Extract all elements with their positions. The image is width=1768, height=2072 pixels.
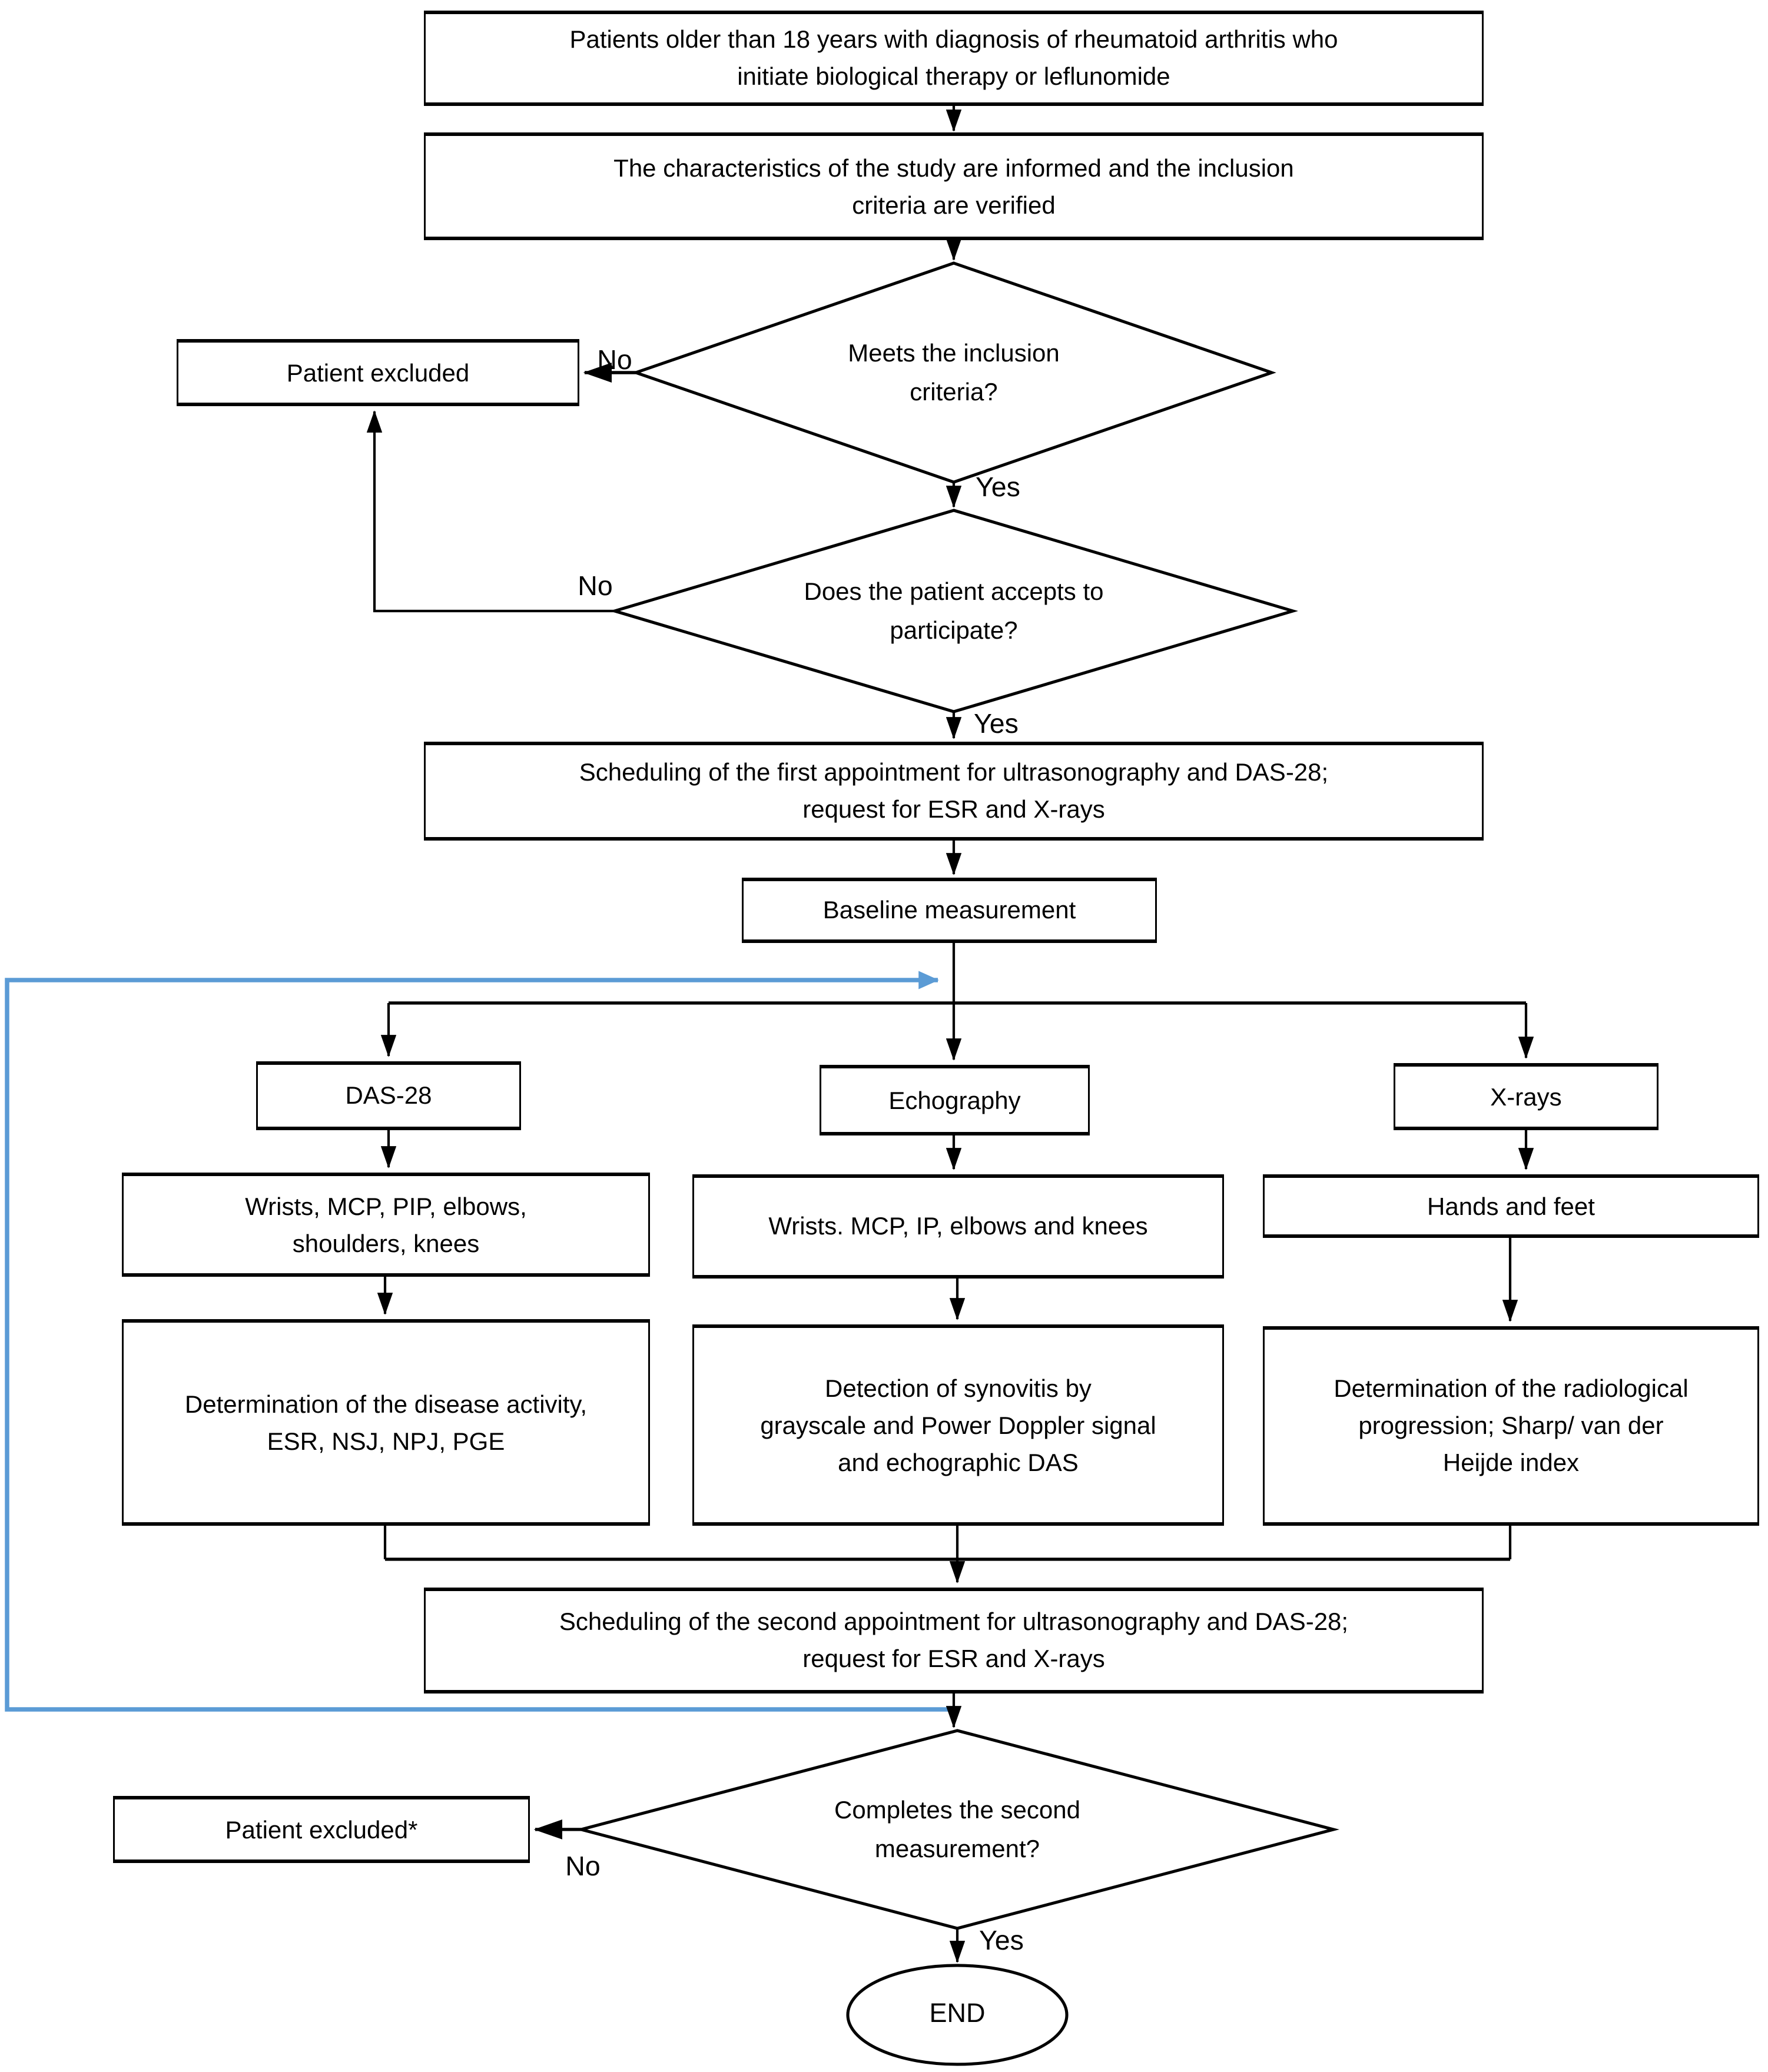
decision-inclusion-criteria-label: Meets the inclusion criteria? xyxy=(848,338,1060,406)
edge-label-yes-inclusion: Yes xyxy=(976,473,1020,503)
step-xray-sites: Hands and feet xyxy=(1263,1174,1759,1238)
step-patient-excluded-1: Patient excluded xyxy=(177,339,579,406)
step-patient-excluded-2: Patient excluded* xyxy=(113,1796,530,1863)
step-xray-outcome: Determination of the radiological progre… xyxy=(1263,1326,1759,1526)
step-baseline-measurement: Baseline measurement xyxy=(742,878,1157,943)
decision-second-measurement-label: Completes the second measurement? xyxy=(834,1795,1080,1863)
decision-patient-accepts-label: Does the patient accepts to participate? xyxy=(804,576,1104,645)
step-echography: Echography xyxy=(820,1065,1090,1135)
step-das28-outcome: Determination of the disease activity, E… xyxy=(122,1319,650,1526)
edge-label-yes-participate: Yes xyxy=(974,710,1019,740)
edge-label-yes-second: Yes xyxy=(979,1927,1024,1957)
step-characteristics-informed: The characteristics of the study are inf… xyxy=(424,132,1484,240)
step-xrays: X-rays xyxy=(1394,1063,1658,1130)
step-scheduling-second: Scheduling of the second appointment for… xyxy=(424,1588,1484,1694)
edge-label-no-participate: No xyxy=(578,572,613,602)
step-echo-outcome: Detection of synovitis by grayscale and … xyxy=(692,1324,1224,1526)
step-das28: DAS-28 xyxy=(256,1061,521,1130)
step-das28-joints: Wrists, MCP, PIP, elbows, shoulders, kne… xyxy=(122,1173,650,1277)
loop-repeat-measurement-arrow xyxy=(5,971,954,1712)
connector-participate-no xyxy=(366,410,615,613)
step-patients: Patients older than 18 years with diagno… xyxy=(424,11,1484,106)
terminator-end-label: END xyxy=(929,1999,986,2029)
step-scheduling-first: Scheduling of the first appointment for … xyxy=(424,742,1484,841)
step-echo-joints: Wrists. MCP, IP, elbows and knees xyxy=(692,1174,1224,1279)
edge-label-no-second: No xyxy=(565,1852,601,1882)
edge-label-no-inclusion: No xyxy=(597,346,632,376)
terminator-end-shape xyxy=(846,1964,1069,2066)
